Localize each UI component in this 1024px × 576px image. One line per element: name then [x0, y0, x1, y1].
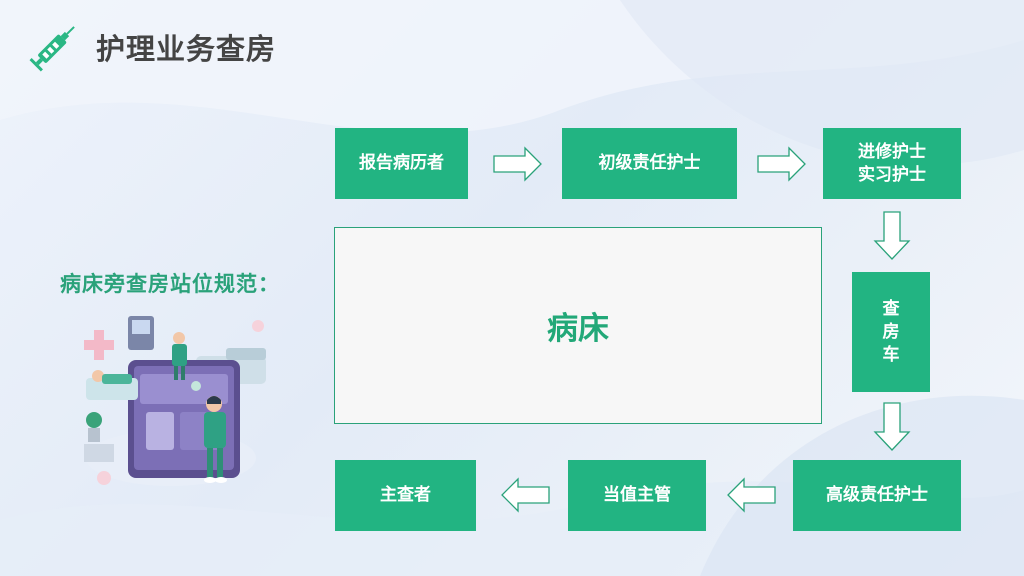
syringe-icon: [29, 26, 75, 72]
page-title: 护理业务查房: [96, 32, 277, 66]
host-box: 主查者: [335, 460, 476, 531]
arrow-down-icon: [873, 402, 911, 451]
arrow-left-icon: [727, 477, 776, 513]
arrow-right-icon: [757, 146, 806, 182]
medical-cross-icon: [84, 330, 114, 360]
rounds-cart-box: 查 房 车: [852, 272, 930, 392]
arrow-left-icon: [501, 477, 550, 513]
medical-illustration: [84, 316, 266, 486]
senior-nurse-box: 高级责任护士: [793, 460, 961, 531]
trainee-nurse-box: 进修护士 实习护士: [823, 128, 961, 199]
bed-box: 病床: [334, 227, 822, 424]
junior-nurse-box: 初级责任护士: [562, 128, 737, 199]
supervisor-box: 当值主管: [568, 460, 706, 531]
arrow-down-icon: [873, 211, 911, 260]
reporter-box: 报告病历者: [335, 128, 468, 199]
section-subtitle: 病床旁查房站位规范：: [60, 272, 280, 296]
arrow-right-icon: [493, 146, 542, 182]
